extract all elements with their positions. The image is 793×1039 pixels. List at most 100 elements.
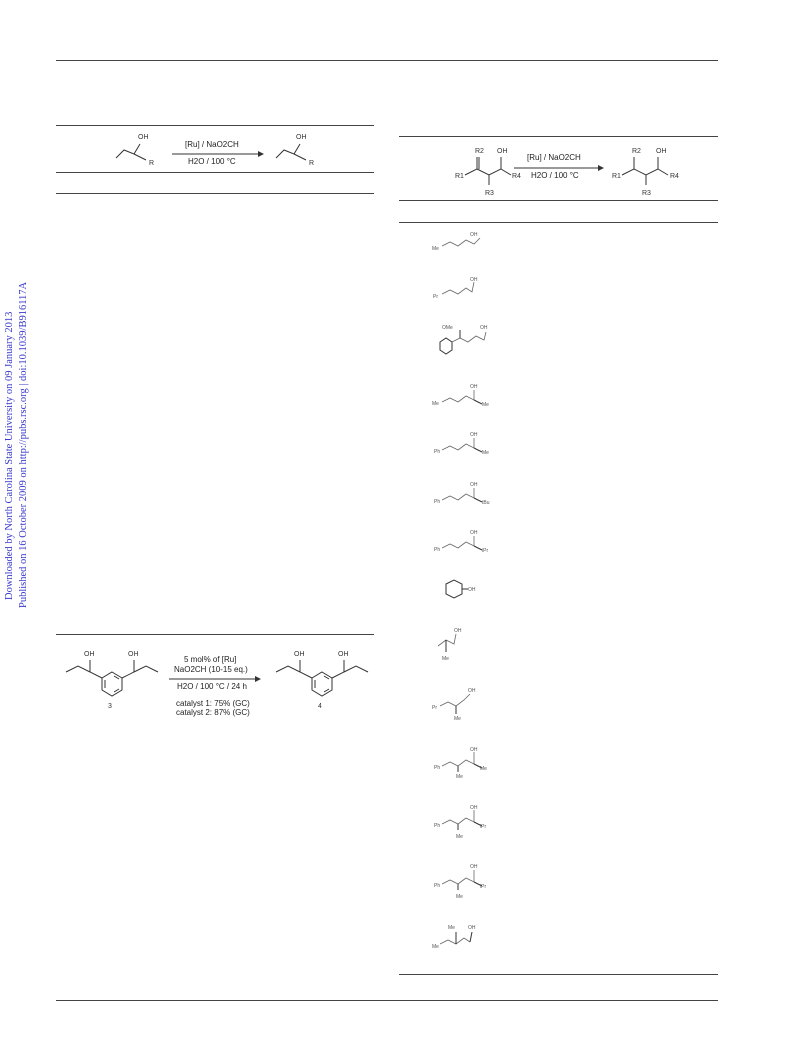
substrate-2: OH Pr <box>433 277 478 300</box>
substrate-14: Me OH Me <box>432 925 476 950</box>
scheme1-prod-oh: OH <box>296 134 307 141</box>
substrate-10: OH Pr Me <box>432 688 476 722</box>
scheme2-line1: 5 mol% of [Ru] <box>184 655 237 664</box>
svg-text:Ph: Ph <box>434 547 440 553</box>
scheme1-starting-material: OH R <box>115 134 154 167</box>
scheme3-reagents: [Ru] / NaO2CH <box>527 153 581 162</box>
svg-text:Me: Me <box>432 401 439 407</box>
svg-text:R1: R1 <box>455 173 464 180</box>
svg-text:OH: OH <box>468 587 476 593</box>
svg-text:OH: OH <box>84 651 95 658</box>
svg-text:OH: OH <box>294 651 305 658</box>
svg-text:OH: OH <box>468 688 476 694</box>
substrate-13: OH Ph Me iPr <box>434 864 486 900</box>
table-header-rule <box>399 200 718 201</box>
svg-text:Me: Me <box>432 246 439 252</box>
svg-text:R4: R4 <box>670 173 679 180</box>
table-subheader-rule <box>399 222 718 223</box>
substrate-4: OH Me Me <box>432 384 489 408</box>
svg-text:R3: R3 <box>642 190 651 197</box>
table-bottom-rule <box>399 974 718 975</box>
svg-text:OH: OH <box>470 864 478 870</box>
svg-text:OH: OH <box>656 148 667 155</box>
svg-text:Ph: Ph <box>434 449 440 455</box>
scheme3-product: R2 OH R1 R4 R3 <box>612 148 679 197</box>
svg-text:iPr: iPr <box>480 824 486 830</box>
svg-text:OH: OH <box>454 628 462 634</box>
svg-text:OH: OH <box>338 651 349 658</box>
table-top-rule <box>399 136 718 137</box>
svg-text:OH: OH <box>470 805 478 811</box>
page-header-rule <box>56 60 718 61</box>
scheme3-starting-material: R2 OH R1 R4 R3 <box>455 148 521 197</box>
scheme2-line3: H2O / 100 °C / 24 h <box>177 682 247 691</box>
svg-text:R2: R2 <box>475 148 484 155</box>
scheme1-arrow <box>172 151 264 157</box>
substrate-5: OH Ph Me <box>434 432 489 456</box>
svg-text:Me: Me <box>482 402 489 408</box>
svg-text:Pr: Pr <box>433 294 438 300</box>
svg-text:OH: OH <box>468 925 476 931</box>
scheme2-line5: catalyst 2: 87% (GC) <box>176 708 250 717</box>
svg-text:Me: Me <box>432 944 439 950</box>
substrate-9: OH Me <box>437 628 462 662</box>
substrate-12: OH Ph Me iPr <box>434 805 486 840</box>
scheme1-bottom-rule <box>56 193 374 194</box>
scheme2-compound-4: OH OH 4 <box>275 651 369 710</box>
svg-text:iPr: iPr <box>482 548 488 554</box>
page-footer-rule <box>56 1000 718 1001</box>
scheme1-reagents: [Ru] / NaO2CH <box>185 140 239 149</box>
svg-text:OH: OH <box>470 747 478 753</box>
svg-text:R1: R1 <box>612 173 621 180</box>
svg-text:Me: Me <box>442 656 449 662</box>
published-text: Published on 16 October 2009 on http://p… <box>18 281 29 608</box>
svg-text:Pr: Pr <box>432 705 437 711</box>
svg-text:OH: OH <box>470 432 478 438</box>
svg-text:OH: OH <box>470 232 478 238</box>
scheme3-arrow <box>514 165 604 171</box>
scheme2-arrow <box>169 676 261 682</box>
svg-text:OH: OH <box>480 325 488 331</box>
scheme2-compound-3: OH OH 3 <box>65 651 159 710</box>
svg-text:Me: Me <box>448 925 455 931</box>
scheme1-sm-oh: OH <box>138 134 149 141</box>
scheme2-line4: catalyst 1: 75% (GC) <box>176 699 250 708</box>
svg-text:OH: OH <box>497 148 508 155</box>
svg-text:Me: Me <box>456 894 463 900</box>
svg-text:iPr: iPr <box>480 884 486 890</box>
scheme1-conditions: H2O / 100 °C <box>188 157 236 166</box>
svg-text:OH: OH <box>470 482 478 488</box>
scheme2-line2: NaO2CH (10-15 eq.) <box>174 665 248 674</box>
substrate-1: OH Me <box>432 232 481 252</box>
svg-text:Me: Me <box>456 834 463 840</box>
substrate-6: OH Ph tBu <box>434 482 490 506</box>
substrate-11: OH Ph Me Me <box>434 747 487 780</box>
svg-text:R4: R4 <box>512 173 521 180</box>
download-side-note: Downloaded by North Carolina State Unive… <box>2 268 42 608</box>
svg-text:R3: R3 <box>485 190 494 197</box>
svg-text:Me: Me <box>456 774 463 780</box>
svg-text:Ph: Ph <box>434 765 440 771</box>
svg-text:tBu: tBu <box>482 500 490 506</box>
scheme1-product: OH R <box>275 134 314 167</box>
compound-4-label: 4 <box>318 703 322 710</box>
svg-text:Ph: Ph <box>434 883 440 889</box>
downloaded-text: Downloaded by North Carolina State Unive… <box>4 311 15 600</box>
scheme1-sm-r: R <box>149 160 154 167</box>
svg-text:Ph: Ph <box>434 823 440 829</box>
scheme1-prod-r: R <box>309 160 314 167</box>
compound-3-label: 3 <box>108 703 112 710</box>
svg-text:OH: OH <box>128 651 139 658</box>
substrate-3: OMe OH <box>439 325 488 355</box>
svg-text:R2: R2 <box>632 148 641 155</box>
scheme1-top-rule <box>56 125 374 126</box>
scheme3-conditions: H2O / 100 °C <box>531 171 579 180</box>
scheme1-mid-rule <box>56 172 374 173</box>
svg-text:Me: Me <box>482 450 489 456</box>
svg-text:OH: OH <box>470 530 478 536</box>
svg-text:Me: Me <box>480 766 487 772</box>
svg-text:Ph: Ph <box>434 499 440 505</box>
substrate-8: OH <box>445 579 476 599</box>
svg-text:OMe: OMe <box>442 325 453 331</box>
svg-text:OH: OH <box>470 277 478 283</box>
